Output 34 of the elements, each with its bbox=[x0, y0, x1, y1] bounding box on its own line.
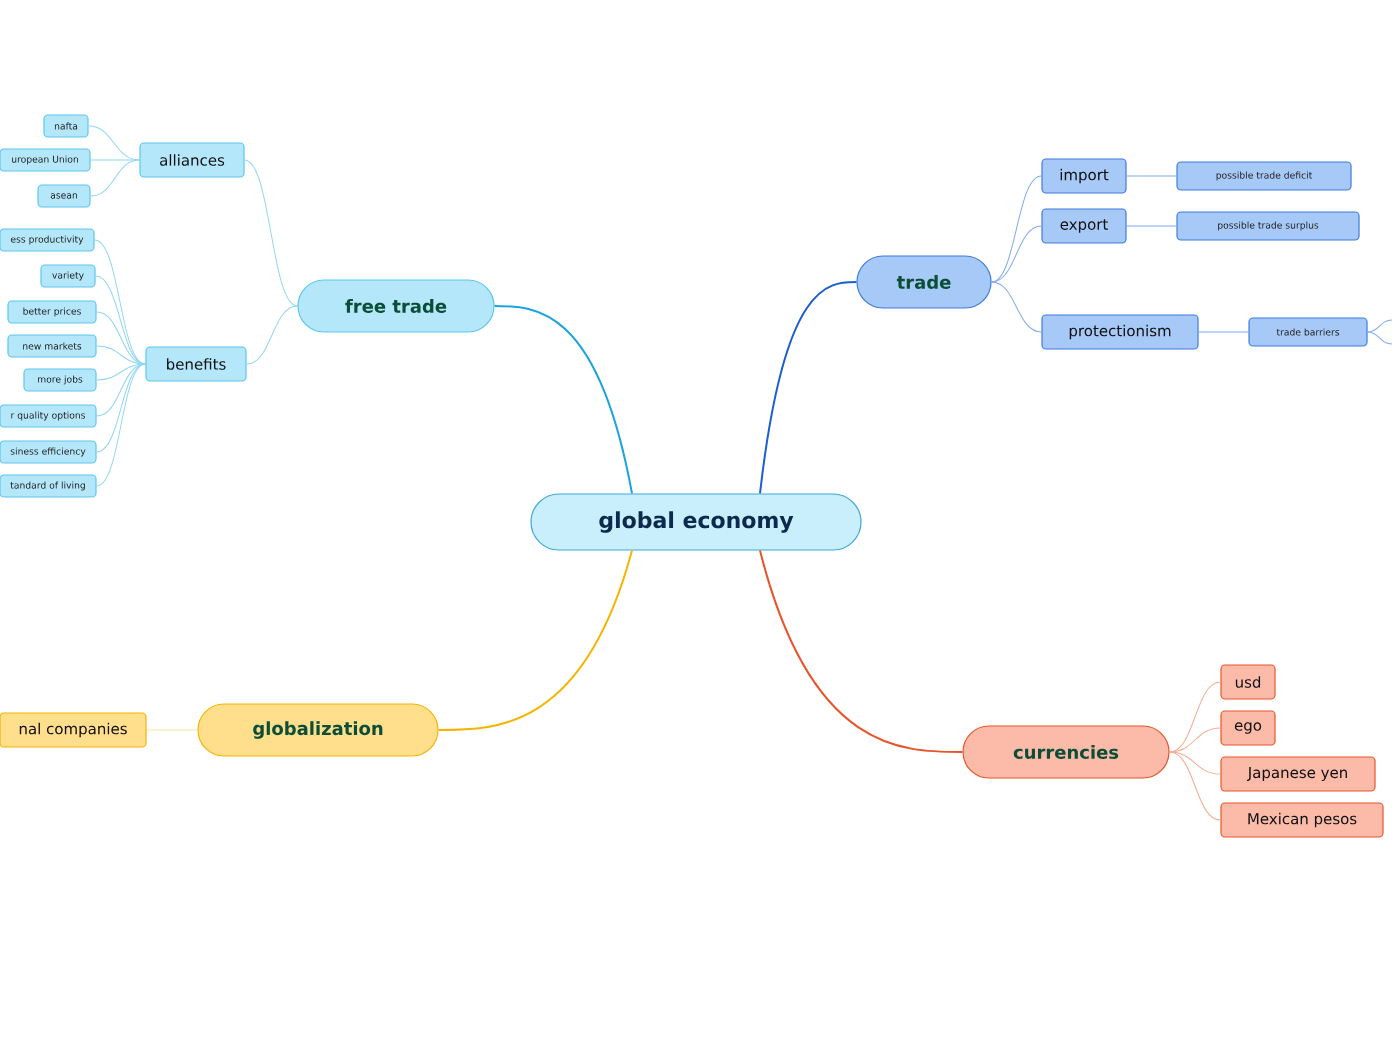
connector-line bbox=[90, 159, 140, 197]
main-topic: globalization bbox=[197, 703, 439, 757]
connector-line bbox=[1126, 225, 1177, 227]
connector-line bbox=[1126, 175, 1177, 177]
connector-line bbox=[90, 159, 140, 161]
connector-line bbox=[1367, 319, 1392, 333]
connector-line bbox=[96, 363, 146, 487]
connector-line bbox=[1169, 751, 1221, 775]
connector-line bbox=[146, 729, 198, 731]
connector-line bbox=[96, 363, 146, 381]
connector-line bbox=[1169, 751, 1221, 821]
connector-line bbox=[96, 363, 146, 453]
connector-line bbox=[1367, 331, 1392, 345]
connector-line bbox=[991, 281, 1042, 333]
connector-line bbox=[991, 175, 1042, 283]
central-topic: global economy bbox=[530, 493, 862, 551]
connector-line bbox=[759, 281, 858, 495]
main-topic: currencies bbox=[962, 725, 1170, 779]
connector-line bbox=[94, 239, 146, 365]
connector-line bbox=[1169, 681, 1221, 753]
connector-line bbox=[96, 311, 146, 365]
connector-line bbox=[759, 549, 964, 753]
connector-line bbox=[96, 363, 146, 417]
connector-line bbox=[244, 159, 298, 307]
connector-line bbox=[1198, 331, 1249, 333]
connector-line bbox=[95, 275, 146, 365]
connector-line bbox=[96, 345, 146, 365]
main-topic: trade bbox=[856, 255, 992, 309]
connector-line bbox=[991, 225, 1042, 283]
connector-line bbox=[246, 305, 298, 365]
connector-line bbox=[437, 549, 633, 731]
connector-line bbox=[1169, 727, 1221, 753]
main-topic: free trade bbox=[297, 279, 495, 333]
connector-line bbox=[493, 305, 633, 495]
